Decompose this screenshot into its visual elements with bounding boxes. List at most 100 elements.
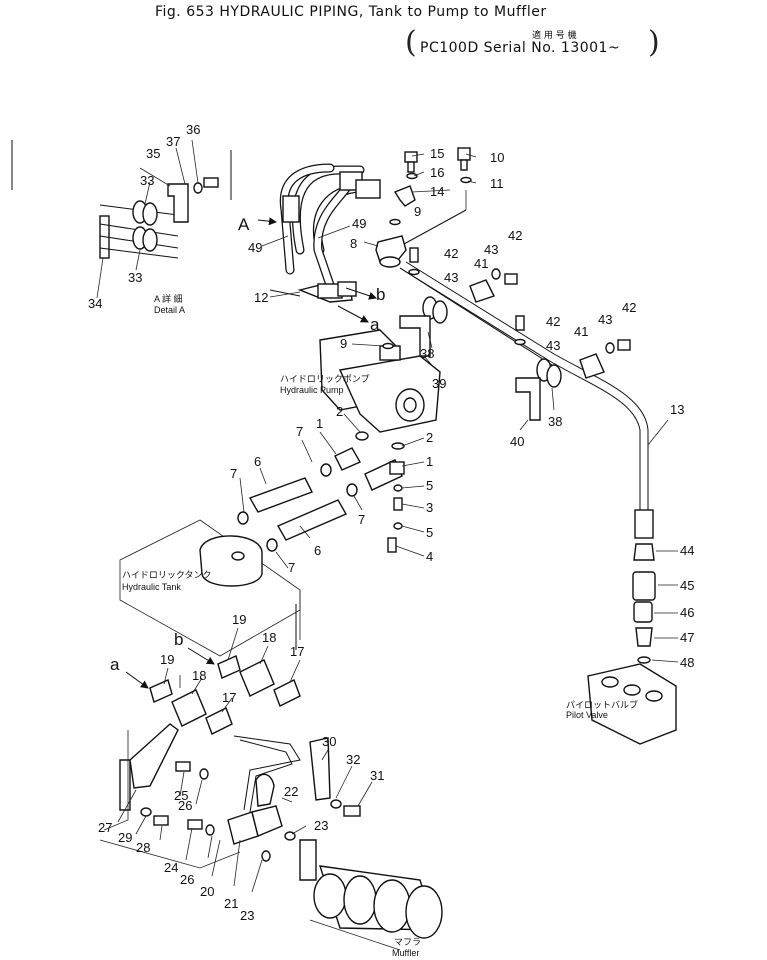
callout-19-right: 19 bbox=[232, 612, 246, 627]
coupler-18a bbox=[171, 689, 207, 727]
bolt-25 bbox=[175, 761, 191, 772]
adapter-19b bbox=[217, 655, 241, 679]
washer-43c bbox=[514, 338, 526, 346]
callout-35: 35 bbox=[146, 146, 160, 161]
bolt-3 bbox=[393, 497, 403, 511]
callout-43-c: 43 bbox=[546, 338, 560, 353]
hydraulic-tank bbox=[119, 519, 301, 657]
close-paren: ) bbox=[648, 25, 660, 60]
bolt-24 bbox=[187, 819, 203, 830]
washer-29 bbox=[140, 807, 152, 817]
callout-29: 29 bbox=[118, 830, 132, 845]
adapter-17b bbox=[273, 679, 301, 707]
callout-17-left: 17 bbox=[222, 690, 236, 705]
callout-38-b: 38 bbox=[548, 414, 562, 429]
arrow-a-lower bbox=[125, 671, 149, 689]
arrow-b-flow bbox=[345, 287, 377, 300]
o-ring-2-left bbox=[355, 431, 369, 441]
callout-23-lower: 23 bbox=[240, 908, 254, 923]
callout-42-c: 42 bbox=[546, 314, 560, 329]
callout-49-right: 49 bbox=[352, 216, 366, 231]
callout-43-b: 43 bbox=[484, 242, 498, 257]
fitting-47 bbox=[635, 627, 653, 647]
callout-42-a: 42 bbox=[444, 246, 458, 261]
fitting-46 bbox=[633, 601, 653, 623]
callout-7-left: 7 bbox=[230, 466, 237, 481]
callout-33-top: 33 bbox=[140, 173, 154, 188]
pipe-clamps bbox=[399, 247, 631, 431]
letter-a-lower: a bbox=[110, 655, 120, 674]
muffler bbox=[299, 839, 443, 951]
arrow-b-lower bbox=[187, 647, 215, 665]
detail-a-label: Detail A bbox=[154, 305, 185, 315]
callout-37: 37 bbox=[166, 134, 180, 149]
top-fittings bbox=[363, 147, 477, 268]
detail-a-label-jp: A 詳 細 bbox=[154, 293, 183, 304]
hose-assembly-12 bbox=[261, 163, 381, 303]
washer-43b bbox=[491, 268, 501, 280]
arrow-a-detail bbox=[257, 217, 277, 226]
callout-2-right: 2 bbox=[426, 430, 433, 445]
callout-46: 46 bbox=[680, 605, 694, 620]
washer-43a bbox=[408, 268, 420, 276]
hydraulic-pump bbox=[319, 329, 441, 450]
callout-5-b: 5 bbox=[426, 525, 433, 540]
bracket-27-a bbox=[119, 759, 131, 811]
coupler-18b bbox=[239, 659, 275, 697]
callout-19-left: 19 bbox=[160, 652, 174, 667]
elbow-22 bbox=[255, 773, 275, 807]
open-paren: ( bbox=[405, 25, 417, 60]
callout-7-right: 7 bbox=[358, 512, 365, 527]
callout-6-upper: 6 bbox=[254, 454, 261, 469]
washer-37 bbox=[193, 182, 203, 194]
callout-16: 16 bbox=[430, 165, 444, 180]
callout-18-right: 18 bbox=[262, 630, 276, 645]
callout-3: 3 bbox=[426, 500, 433, 515]
adapter-19a bbox=[149, 679, 173, 703]
callout-26-upper: 26 bbox=[178, 798, 192, 813]
muffler-label-jp: マフラ bbox=[394, 937, 421, 947]
callout-8: 8 bbox=[350, 236, 357, 251]
pump-label-jp: ハイドロリックポンプ bbox=[280, 374, 370, 384]
valve-label-jp: パイロットバルブ bbox=[566, 699, 638, 710]
hose-6-lower bbox=[277, 499, 347, 541]
gasket-23b bbox=[261, 850, 271, 862]
callout-22: 22 bbox=[284, 784, 298, 799]
washer-5b bbox=[393, 522, 403, 530]
model-label-jp: 適 用 号 機 bbox=[532, 31, 577, 41]
washer-43d bbox=[605, 342, 615, 354]
hose-clamp-a bbox=[282, 195, 300, 223]
callout-9-top: 9 bbox=[414, 204, 421, 219]
adapter-17a bbox=[205, 707, 233, 735]
callout-6-lower: 6 bbox=[314, 543, 321, 558]
clip-41b bbox=[579, 353, 605, 379]
view-arrow-a: A bbox=[238, 215, 250, 234]
callout-12: 12 bbox=[254, 290, 268, 305]
pipe-end-13 bbox=[634, 509, 654, 539]
callout-23-right: 23 bbox=[314, 818, 328, 833]
bolt-10 bbox=[457, 147, 471, 161]
callout-42-d: 42 bbox=[622, 300, 636, 315]
lower-fittings bbox=[149, 604, 301, 735]
callout-11: 11 bbox=[490, 176, 504, 191]
callout-2-left: 2 bbox=[336, 404, 343, 419]
figure-title: Fig. 653 HYDRAULIC PIPING, Tank to Pump … bbox=[155, 4, 547, 20]
callout-38-a: 38 bbox=[420, 346, 434, 361]
callout-1-right: 1 bbox=[426, 454, 433, 469]
washer-26b bbox=[205, 824, 215, 836]
callout-13: 13 bbox=[670, 402, 684, 417]
hose-6-upper bbox=[248, 477, 313, 513]
o-ring-9-pump bbox=[382, 342, 394, 350]
bracket-27 bbox=[129, 723, 179, 789]
bolt-42b bbox=[504, 273, 518, 285]
o-ring-9-top bbox=[389, 218, 401, 226]
callout-27: 27 bbox=[98, 820, 112, 835]
callout-42-b: 42 bbox=[508, 228, 522, 243]
callout-49-left: 49 bbox=[248, 240, 262, 255]
arrow-a-flow bbox=[337, 305, 369, 323]
pilot-valve-parts bbox=[587, 543, 679, 745]
pump-label: Hydraulic Pump bbox=[280, 385, 344, 395]
callout-4: 4 bbox=[426, 549, 433, 564]
callout-20: 20 bbox=[200, 884, 214, 899]
